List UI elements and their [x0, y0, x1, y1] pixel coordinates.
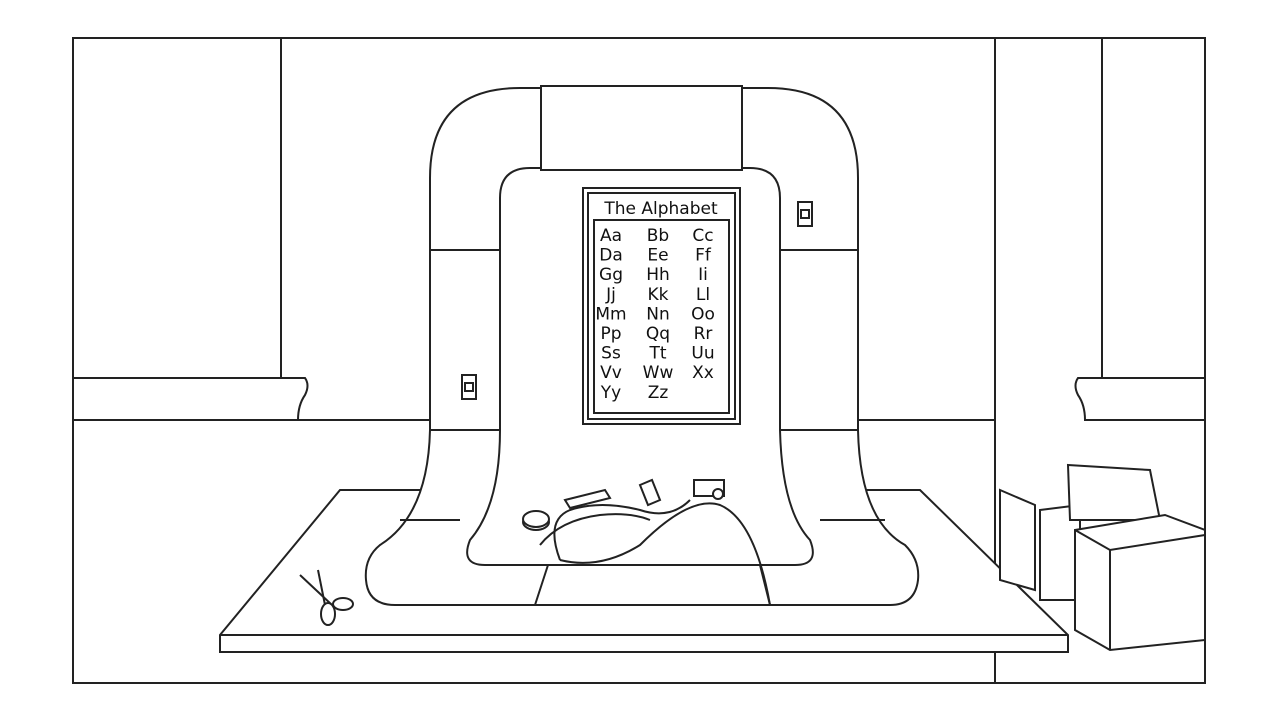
poster-letter: Oo — [691, 304, 715, 324]
poster-letter: Da — [599, 246, 623, 266]
poster-letter: Ii — [698, 265, 708, 285]
poster-letter: Pp — [600, 324, 621, 344]
tape-roll-icon — [522, 510, 550, 531]
poster-letter: Ee — [647, 246, 668, 266]
poster-letter: Rr — [694, 324, 713, 344]
scissors-icon[interactable] — [299, 569, 354, 626]
poster-letter: Yy — [600, 383, 621, 403]
left-pillar — [73, 38, 309, 421]
poster-letter: Nn — [646, 304, 670, 324]
poster-letter: Qq — [646, 324, 670, 344]
light-switch-right[interactable] — [797, 201, 813, 227]
poster-letter: Ww — [643, 363, 674, 383]
poster-letter: Tt — [648, 344, 666, 364]
poster-letter: Zz — [648, 383, 669, 403]
glue-stick-icon — [638, 478, 662, 507]
poster-letter: Ss — [601, 344, 621, 364]
poster-letter: Xx — [692, 363, 714, 383]
poster-letter: Kk — [648, 285, 669, 305]
boxes — [999, 463, 1206, 652]
poster-letter: Vv — [600, 363, 622, 383]
poster-title: The Alphabet — [603, 199, 718, 219]
pencil-icon — [563, 488, 612, 510]
poster-letter: Ff — [695, 246, 712, 266]
poster-letter: Hh — [646, 265, 670, 285]
paper-sheet — [539, 499, 771, 606]
light-switch-left[interactable] — [461, 374, 477, 400]
poster-letter: Jj — [605, 285, 616, 305]
poster-letter: Cc — [692, 226, 713, 246]
booth-header-panel — [540, 85, 743, 171]
poster-letter: Bb — [647, 226, 669, 246]
stapler-icon — [693, 479, 725, 500]
poster-letter: Uu — [691, 344, 714, 364]
poster-letter: Gg — [599, 265, 623, 285]
poster-letter: Aa — [600, 226, 622, 246]
poster-letter: Mm — [595, 304, 626, 324]
poster-letter: Ll — [696, 285, 710, 305]
